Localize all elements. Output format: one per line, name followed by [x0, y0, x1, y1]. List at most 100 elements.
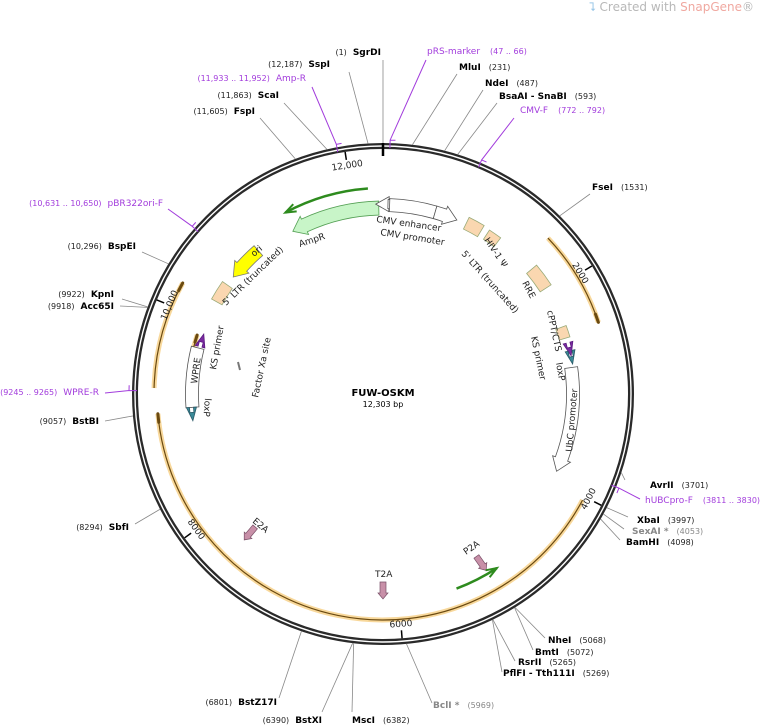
enzyme-label[interactable]: BclI *(5969)	[433, 701, 494, 711]
enzyme-site[interactable]: BamHI(4098)	[600, 518, 694, 548]
hiv-psi-feature[interactable]	[482, 229, 502, 248]
enzyme-label[interactable]: (1)SgrDI	[335, 48, 381, 58]
enzyme-site[interactable]: (11,863)ScaI	[218, 91, 328, 150]
primer-site[interactable]: (10,631 .. 10,650)pBR322ori-F	[29, 199, 199, 232]
enzyme-site[interactable]: (9918)Acc65I	[48, 302, 148, 312]
feature-label-loxp-left[interactable]: loxP	[200, 398, 212, 418]
enzyme-site[interactable]: (6801)BstZ17I	[205, 631, 302, 708]
enzyme-label[interactable]: (9057)BstBI	[40, 417, 99, 427]
primer-site[interactable]: CMV-F(772 .. 792)	[478, 106, 606, 168]
primer-site[interactable]: pRS-marker(47 .. 66)	[389, 47, 527, 149]
enzyme-label[interactable]: (11,863)ScaI	[218, 91, 279, 101]
enzyme-label[interactable]: BamHI(4098)	[626, 538, 694, 548]
e2a-feature[interactable]	[240, 524, 259, 543]
primer-label[interactable]: (9245 .. 9265)WPRE-R	[0, 388, 99, 398]
wpre-feature[interactable]	[185, 345, 205, 409]
enzyme-site[interactable]: RsrII(5265)	[492, 619, 576, 668]
enzyme-site[interactable]: MscI(6382)	[351, 643, 410, 726]
5ltr-right-feature[interactable]	[462, 216, 485, 238]
enzyme-site[interactable]: (8294)SbfI	[76, 508, 161, 533]
primer-label[interactable]: (10,631 .. 10,650)pBR322ori-F	[29, 199, 163, 209]
orf-arc[interactable]	[546, 236, 601, 324]
factor-xa-feature[interactable]	[237, 361, 241, 371]
enzyme-label[interactable]: BmtI(5072)	[535, 648, 594, 658]
enzyme-site[interactable]: (9057)BstBI	[40, 415, 134, 427]
enzyme-label[interactable]: (12,187)SspI	[268, 60, 330, 70]
enzyme-site[interactable]: (10,296)BspEI	[68, 242, 169, 265]
enzyme-label[interactable]: BsaAI - SnaBI(593)	[499, 92, 596, 102]
enzyme-label[interactable]: FseI(1531)	[592, 183, 648, 193]
enzyme-site[interactable]: (12,187)SspI	[268, 60, 369, 144]
feature-label-ks-primer-left[interactable]: KS primer	[209, 325, 227, 371]
primer-site[interactable]: hUBCpro-F(3811 .. 3830)	[611, 484, 760, 506]
cmv-promoter-feature[interactable]	[432, 205, 458, 225]
ampr-promoter-feature[interactable]	[374, 195, 390, 213]
enzyme-site[interactable]: PflFI - Tth111I(5269)	[492, 619, 609, 679]
feature-label-ampr[interactable]: AmpR	[298, 232, 327, 250]
p2a-feature[interactable]	[472, 554, 490, 574]
enzyme-label[interactable]: MluI(231)	[459, 63, 510, 73]
cppt-cts-feature[interactable]	[555, 325, 571, 341]
orf-arc[interactable]	[155, 412, 585, 623]
feature-label-p2a[interactable]: P2A	[462, 539, 483, 558]
enzyme-site[interactable]: NdeI(487)	[444, 79, 538, 151]
primer-label[interactable]: hUBCpro-F(3811 .. 3830)	[645, 496, 760, 506]
enzyme-label[interactable]: NheI(5068)	[548, 636, 606, 646]
features	[185, 187, 580, 600]
cmv-enhancer-feature[interactable]	[388, 198, 438, 220]
ori-feature[interactable]	[232, 245, 264, 278]
primer-label[interactable]: (11,933 .. 11,952)Amp-R	[197, 74, 306, 84]
enzyme-name: KpnI	[91, 290, 114, 300]
enzyme-site[interactable]: SexAI *(4053)	[603, 513, 703, 537]
enzyme-label[interactable]: (8294)SbfI	[76, 523, 129, 533]
primer-name: Amp-R	[276, 74, 306, 84]
orf-arc[interactable]	[151, 281, 185, 389]
ubc-promoter-feature[interactable]	[552, 366, 580, 472]
enzyme-label[interactable]: (9918)Acc65I	[48, 302, 114, 312]
5ltr-left-feature[interactable]	[211, 281, 233, 306]
enzyme-site[interactable]: (6390)BstXI	[263, 642, 353, 726]
enzyme-label[interactable]: (6801)BstZ17I	[205, 698, 277, 708]
enzyme-label[interactable]: (11,605)FspI	[193, 107, 255, 117]
ks-primer-right-feature[interactable]	[562, 340, 574, 357]
enzyme-label[interactable]: MscI(6382)	[352, 716, 410, 726]
primer-site[interactable]: (11,933 .. 11,952)Amp-R	[197, 74, 342, 153]
enzyme-site[interactable]: BmtI(5072)	[514, 607, 594, 658]
enzyme-label[interactable]: PflFI - Tth111I(5269)	[503, 669, 609, 679]
enzyme-site[interactable]: (11,605)FspI	[193, 107, 296, 160]
primer-label[interactable]: pRS-marker(47 .. 66)	[427, 47, 527, 57]
feature-label-5ltr-right[interactable]: 5' LTR (truncated)	[459, 249, 520, 315]
enzyme-label[interactable]: (6390)BstXI	[263, 716, 322, 726]
primer-label[interactable]: CMV-F(772 .. 792)	[520, 106, 605, 116]
enzyme-site[interactable]: FseI(1531)	[559, 183, 648, 217]
loxp-left-feature[interactable]	[185, 406, 197, 422]
enzyme-label[interactable]: (10,296)BspEI	[68, 242, 136, 252]
loxp-right-feature[interactable]	[564, 349, 576, 366]
primer-sites: pRS-marker(47 .. 66) CMV-F(772 .. 792) hUB…	[0, 47, 760, 506]
enzyme-site[interactable]: (1)SgrDI	[335, 48, 384, 143]
feature-label-ks-primer-right[interactable]: KS primer	[528, 336, 547, 382]
enzyme-label[interactable]: XbaI(3997)	[637, 516, 694, 526]
ks-primer-left-feature[interactable]	[194, 332, 206, 349]
enzyme-leader-line	[559, 193, 591, 217]
enzyme-site[interactable]: NheI(5068)	[514, 607, 606, 646]
enzyme-label[interactable]: RsrII(5265)	[518, 658, 576, 668]
enzyme-site[interactable]: (9922)KpnI	[58, 290, 148, 308]
enzyme-label[interactable]: SexAI *(4053)	[632, 527, 703, 537]
enzyme-label[interactable]: (9922)KpnI	[58, 290, 114, 300]
feature-label-factor-xa[interactable]: Factor Xa site	[251, 336, 274, 398]
enzyme-site[interactable]: AvrII(3701)	[620, 472, 708, 491]
enzyme-site[interactable]: MluI(231)	[412, 63, 510, 145]
feature-label-loxp-right[interactable]: loxP	[553, 362, 566, 383]
t2a-feature[interactable]	[377, 581, 389, 600]
primer-site[interactable]: (9245 .. 9265)WPRE-R	[0, 385, 138, 398]
enzyme-site[interactable]: BclI *(5969)	[406, 643, 494, 711]
enzyme-site[interactable]: XbaI(3997)	[606, 507, 695, 526]
feature-label-t2a[interactable]: T2A	[374, 570, 393, 580]
enzyme-label[interactable]: AvrII(3701)	[650, 481, 708, 491]
enzyme-site[interactable]: BsaAI - SnaBI(593)	[457, 92, 597, 155]
ampr-feature[interactable]	[292, 200, 380, 236]
feature-label-wpre[interactable]: WPRE	[190, 357, 204, 385]
enzyme-label[interactable]: NdeI(487)	[485, 79, 538, 89]
rre-feature[interactable]	[526, 264, 552, 293]
